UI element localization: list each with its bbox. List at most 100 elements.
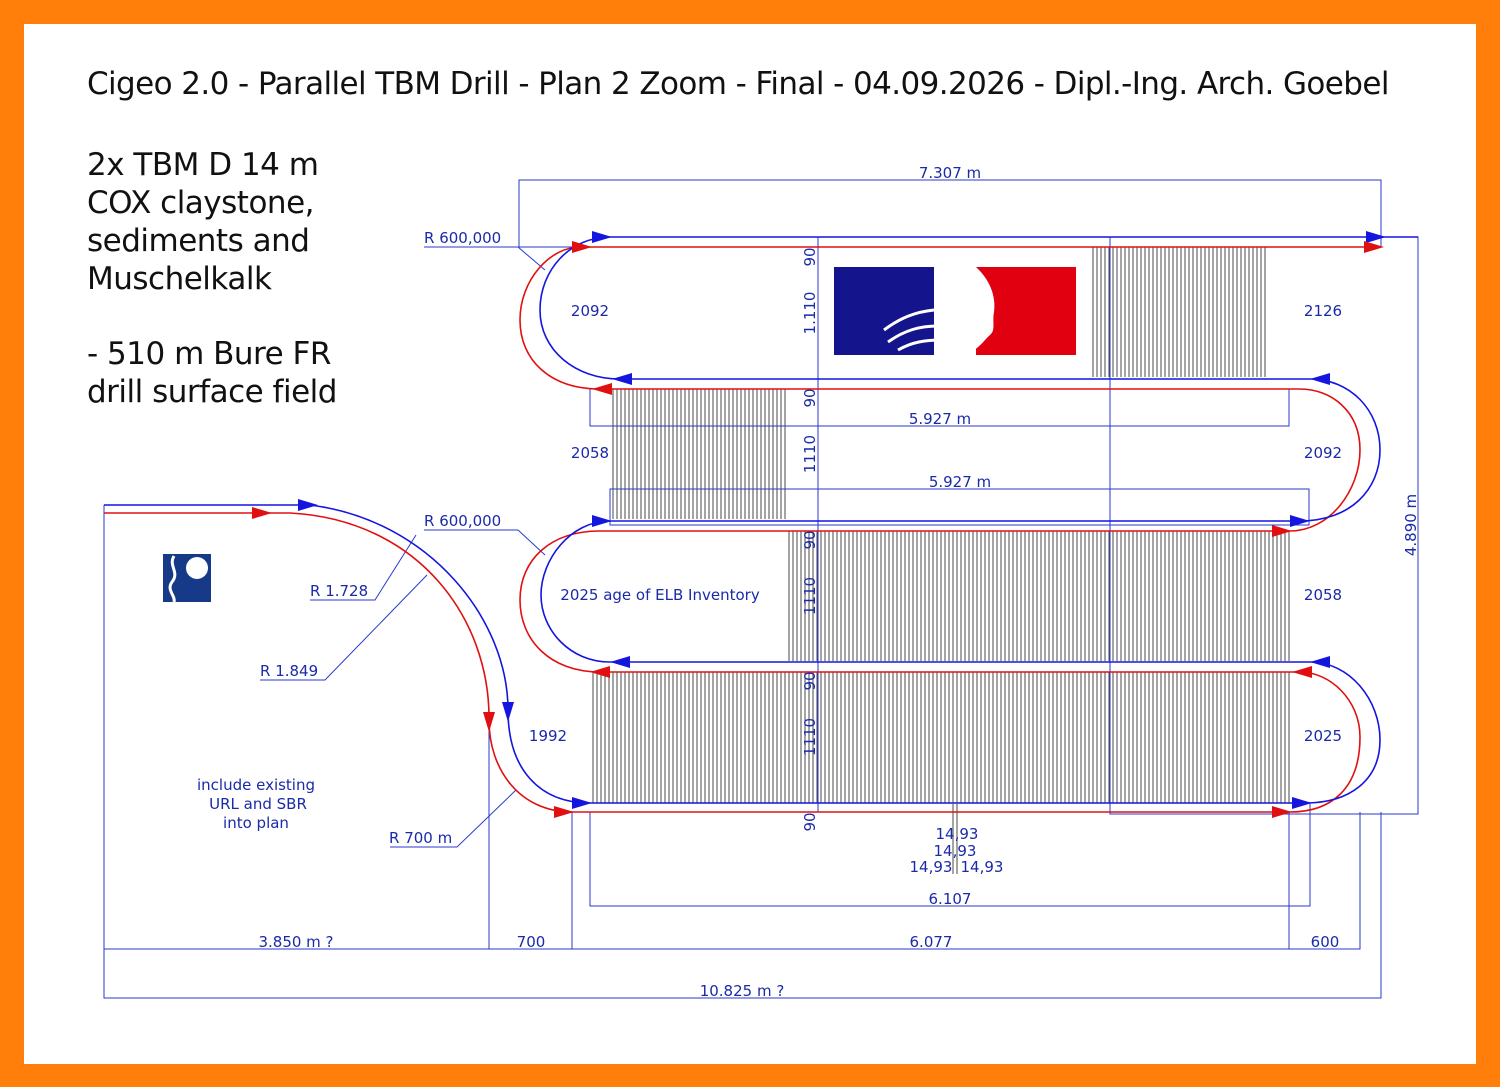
arrow-blue bbox=[1292, 797, 1312, 809]
republique-logo bbox=[834, 267, 1076, 355]
flag-blue bbox=[834, 267, 934, 355]
year-labels: 2092 2126 2058 2092 2058 1992 2025 bbox=[529, 302, 1342, 745]
dim-inner-lower bbox=[609, 488, 1310, 526]
arrow-red bbox=[554, 806, 574, 818]
radius-label: R 700 m bbox=[389, 829, 452, 847]
marianne-hair bbox=[883, 308, 943, 352]
marianne-profile bbox=[934, 267, 995, 355]
leader-r-1728 bbox=[310, 534, 417, 601]
partner-logo bbox=[163, 554, 211, 603]
description-line: COX claystone, bbox=[87, 185, 315, 221]
dim-top-total: 7.307 m bbox=[919, 164, 981, 182]
leader-r-mid bbox=[424, 529, 546, 556]
storage-fields bbox=[590, 247, 1290, 874]
hatched-field bbox=[1092, 247, 1267, 377]
arrow-blue bbox=[298, 499, 318, 511]
description-line: sediments and bbox=[87, 223, 310, 259]
arrow-blue bbox=[1366, 231, 1386, 243]
year-label: 2092 bbox=[1304, 444, 1342, 462]
radius-texts: R 600,000 R 600,000 R 1.728 R 1.849 R 70… bbox=[260, 229, 501, 847]
inventory-label: 2025 age of ELB Inventory bbox=[560, 586, 760, 604]
dim-row-height: 1.110 bbox=[801, 292, 819, 335]
year-label: 1992 bbox=[529, 727, 567, 745]
dim-spacing: 14,93 bbox=[936, 825, 979, 843]
radius-label: R 600,000 bbox=[424, 512, 501, 530]
description-line: drill surface field bbox=[87, 374, 337, 410]
dim-offset: 90 bbox=[801, 671, 819, 690]
partner-logo-dot bbox=[186, 557, 208, 579]
hatched-field bbox=[610, 389, 786, 519]
dim-bottom-inner-label: 6.107 bbox=[929, 890, 972, 908]
dim-inner-upper-label: 5.927 m bbox=[909, 410, 971, 428]
dim-row-height: 1110 bbox=[801, 435, 819, 473]
description-line: - 510 m Bure FR bbox=[87, 336, 331, 372]
leader-r-top bbox=[424, 246, 546, 271]
arrow-red bbox=[1364, 241, 1384, 253]
note-line: into plan bbox=[223, 814, 289, 832]
year-label: 2126 bbox=[1304, 302, 1342, 320]
annotation-labels: 2025 age of ELB Inventory include existi… bbox=[197, 586, 760, 832]
arrow-blue bbox=[1310, 656, 1330, 668]
description-line: Muschelkalk bbox=[87, 261, 272, 297]
dim-bottom-inner bbox=[589, 803, 1311, 907]
note-line: include existing bbox=[197, 776, 315, 794]
year-label: 2058 bbox=[1304, 586, 1342, 604]
arrow-blue bbox=[502, 702, 514, 722]
partner-logo-wave bbox=[168, 555, 177, 603]
year-label: 2058 bbox=[571, 444, 609, 462]
dim-overall-box bbox=[103, 812, 1382, 999]
tunnel-red bbox=[104, 246, 1381, 813]
dim-spacing: 14,93 bbox=[910, 858, 953, 876]
tunnel-blue bbox=[104, 236, 1418, 804]
dim-seg-middle: 6.077 bbox=[910, 933, 953, 951]
dim-spacing: 14,93 bbox=[934, 842, 977, 860]
arrow-red bbox=[252, 507, 272, 519]
dim-seg-radius: 700 bbox=[517, 933, 546, 951]
arrow-red bbox=[572, 241, 592, 253]
direction-arrows bbox=[252, 231, 1386, 818]
arrow-blue bbox=[572, 797, 592, 809]
year-label: 2025 bbox=[1304, 727, 1342, 745]
dim-offset: 90 bbox=[801, 530, 819, 549]
arrow-blue bbox=[592, 515, 612, 527]
arrow-blue bbox=[1310, 373, 1330, 385]
arrow-blue bbox=[1290, 515, 1310, 527]
dim-offset: 90 bbox=[801, 247, 819, 266]
dim-right-height: 4.890 m bbox=[1402, 494, 1420, 556]
radius-label: R 600,000 bbox=[424, 229, 501, 247]
dim-overall: 10.825 m ? bbox=[700, 982, 785, 1000]
arrow-red bbox=[1292, 666, 1312, 678]
leader-r-700 bbox=[390, 789, 517, 848]
radius-label: R 1.728 bbox=[310, 582, 368, 600]
year-label: 2092 bbox=[571, 302, 609, 320]
dim-seg-right: 600 bbox=[1311, 933, 1340, 951]
dim-offset: 90 bbox=[801, 388, 819, 407]
site-description: - 510 m Bure FR drill surface field bbox=[87, 335, 337, 411]
leader-r-1849 bbox=[260, 574, 428, 681]
description-line: 2x TBM D 14 m bbox=[87, 147, 319, 183]
arrow-red bbox=[1272, 806, 1292, 818]
dim-inner-lower-label: 5.927 m bbox=[929, 473, 991, 491]
arrow-red bbox=[1272, 525, 1292, 537]
dim-left-box bbox=[103, 505, 1361, 950]
page-title: Cigeo 2.0 - Parallel TBM Drill - Plan 2 … bbox=[87, 66, 1389, 102]
dim-seg-left: 3.850 m ? bbox=[258, 933, 333, 951]
arrow-blue bbox=[612, 373, 632, 385]
hatched-field bbox=[787, 531, 1290, 661]
dim-row-height: 1110 bbox=[801, 718, 819, 756]
note-line: URL and SBR bbox=[209, 795, 307, 813]
arrow-red bbox=[590, 666, 610, 678]
radius-label: R 1.849 bbox=[260, 662, 318, 680]
arrow-blue bbox=[610, 656, 630, 668]
dim-row-height: 1110 bbox=[801, 577, 819, 615]
hatched-field bbox=[952, 804, 960, 874]
dimension-texts: 7.307 m 5.927 m 5.927 m 4.890 m 6.107 3.… bbox=[258, 164, 1420, 1000]
hatched-field bbox=[590, 672, 1290, 803]
dim-offset: 90 bbox=[801, 812, 819, 831]
arrow-blue bbox=[592, 231, 612, 243]
arrow-red bbox=[483, 712, 495, 732]
tbm-description: 2x TBM D 14 m COX claystone, sediments a… bbox=[87, 146, 319, 298]
arrow-red bbox=[592, 383, 612, 395]
dim-spacing: 14,93 bbox=[961, 858, 1004, 876]
